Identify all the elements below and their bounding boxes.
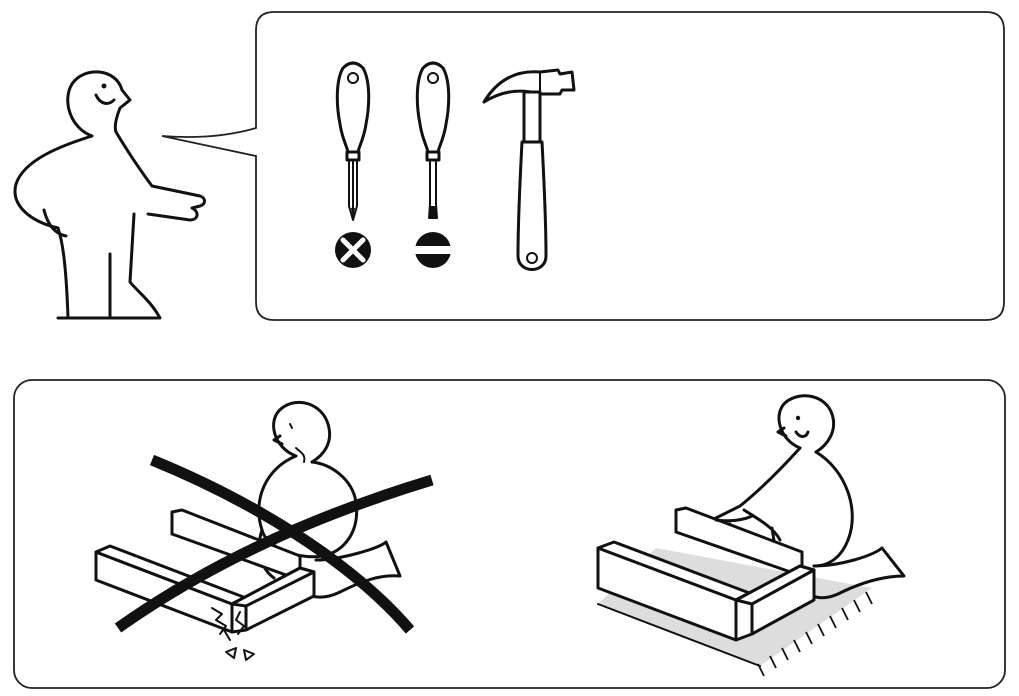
speech-bubble — [161, 11, 1005, 321]
phillips-head-symbol-icon — [335, 232, 371, 268]
flat-head-symbol-icon — [414, 232, 452, 268]
frame-on-rug-icon — [596, 394, 906, 677]
flathead-screwdriver-icon — [415, 61, 451, 219]
rug-fringe — [757, 591, 873, 677]
person-figure-icon — [13, 70, 206, 320]
floor-protection-panel — [13, 379, 1006, 689]
tools-panel — [161, 11, 1005, 321]
hammer-icon — [482, 68, 576, 271]
damaged-frame-crossed-out-icon — [94, 400, 434, 661]
phillips-screwdriver-icon — [335, 61, 371, 221]
